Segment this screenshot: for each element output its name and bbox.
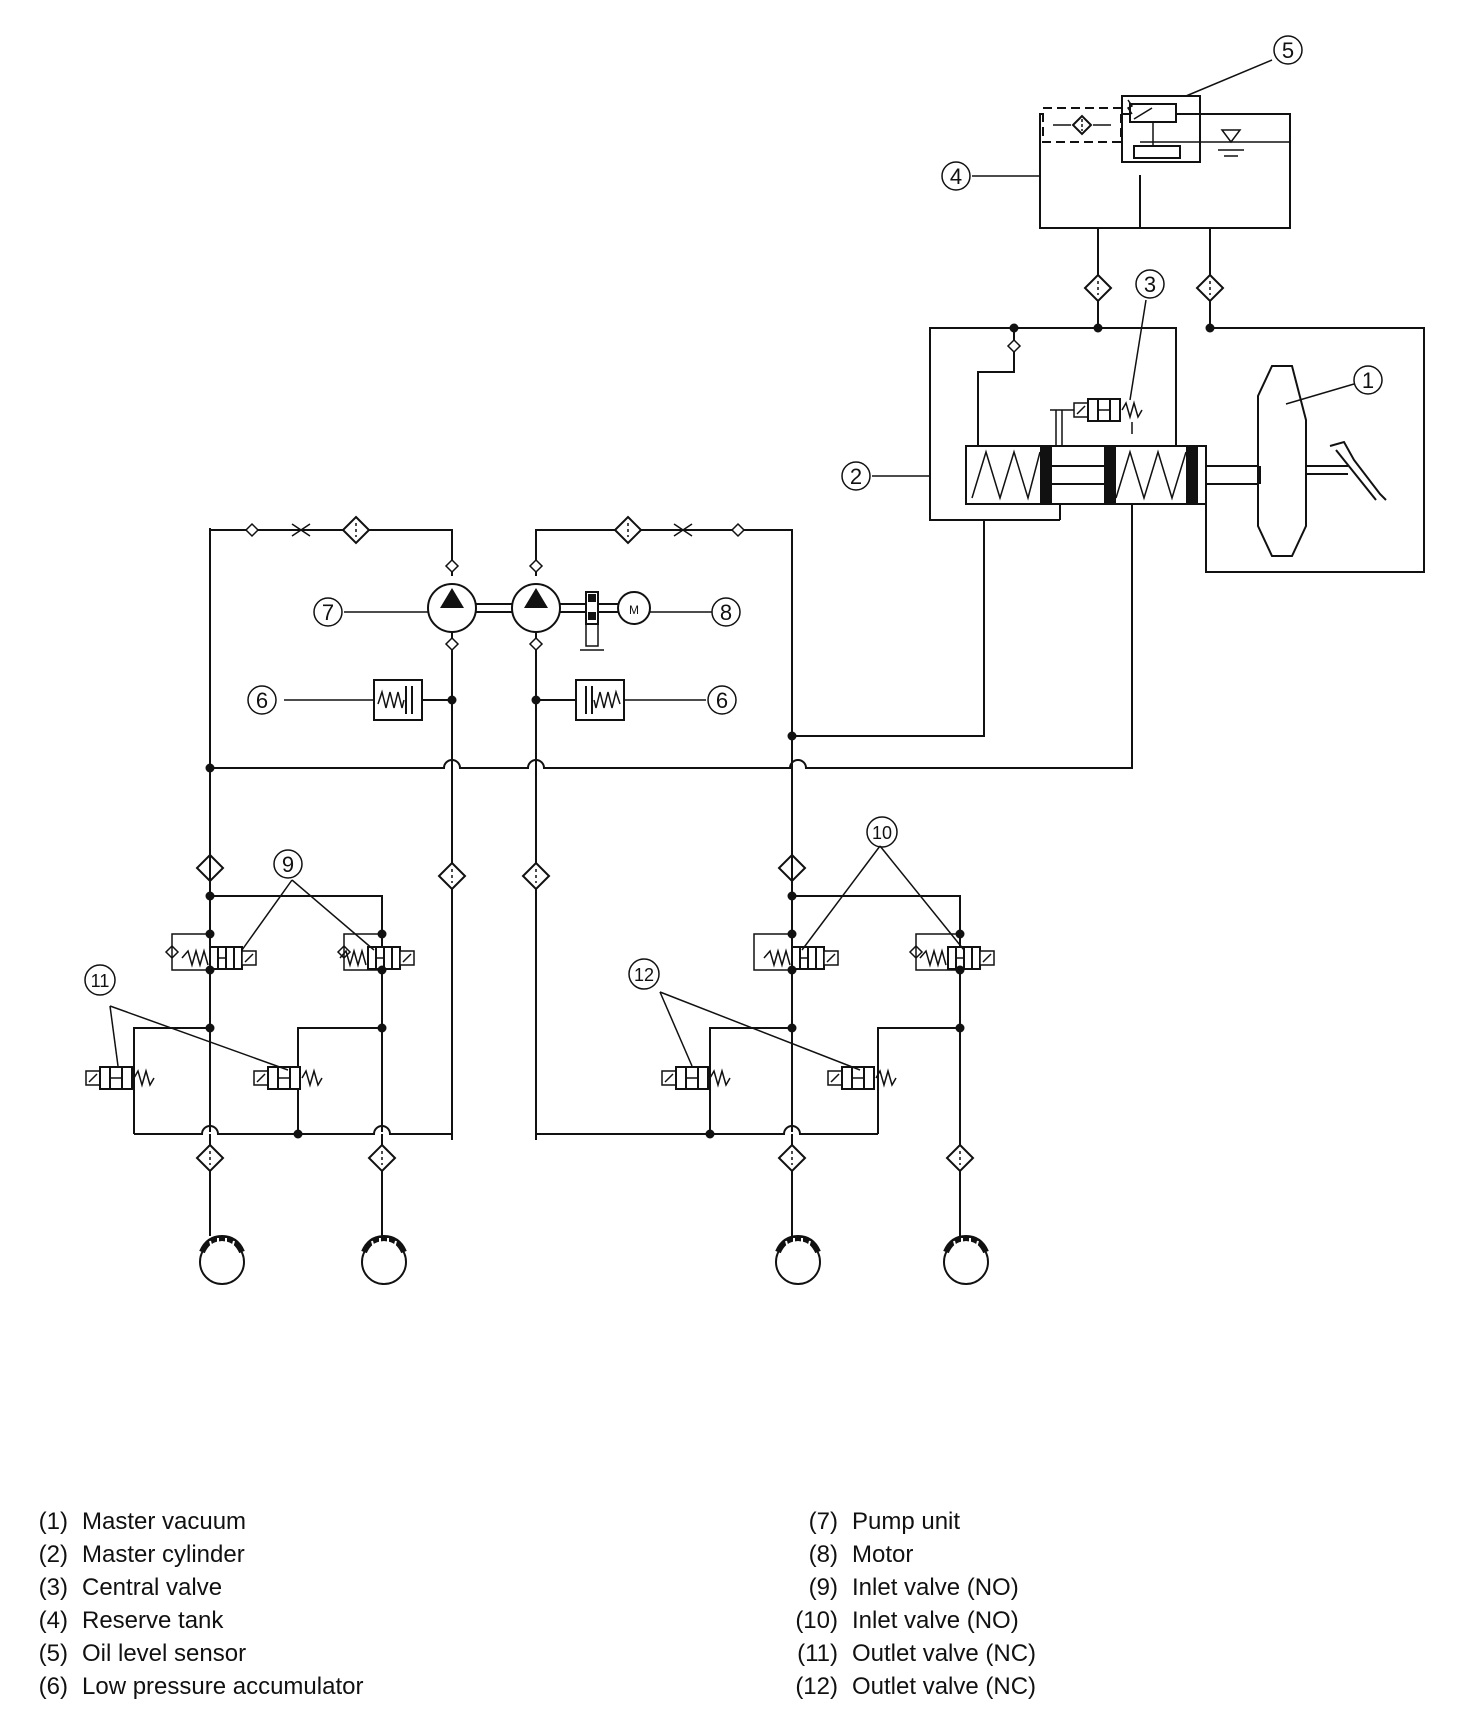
pump-unit [427,583,620,651]
wheel-cylinder-3 [776,1238,820,1284]
callout-2: 2 [841,461,871,491]
callout-6-left: 6 [247,685,277,715]
legend-item-9: (9)Inlet valve (NO) [808,1574,1019,1601]
legend-item-2: (2)Master cylinder [38,1541,245,1568]
outlet-valve-left-2 [253,1066,323,1090]
svg-text:6: 6 [256,688,268,713]
motor: M [617,591,651,625]
legend-item-1: (1)Master vacuum [38,1508,247,1535]
legend-item-3: (3)Central valve [38,1574,223,1601]
svg-text:2: 2 [850,464,862,489]
svg-text:4: 4 [950,164,962,189]
outlet-valve-right-2 [827,1066,897,1090]
reserve-tank [1039,107,1291,229]
central-valve [1050,398,1143,434]
callout-7: 7 [313,597,343,627]
callout-10: 10 [866,816,898,848]
oil-level-sensor [1121,95,1201,163]
svg-text:8: 8 [720,600,732,625]
inlet-valve-left-1 [164,933,257,971]
callout-12: 12 [628,958,660,990]
abs-hydraulic-circuit-diagram: M [84,35,1425,1440]
callout-3: 3 [1135,269,1165,299]
svg-text:5: 5 [1282,38,1294,63]
wheel-cylinder-2 [362,1238,406,1284]
master-cylinder [929,323,1425,573]
legend-item-11: (11)Outlet valve (NC) [797,1640,1037,1667]
low-pressure-accumulator-right [531,679,625,721]
callout-1: 1 [1353,365,1383,395]
svg-text:10: 10 [872,823,892,843]
legend-item-5: (5)Oil level sensor [38,1640,247,1667]
svg-text:3: 3 [1144,272,1156,297]
callout-8: 8 [711,597,741,627]
svg-text:9: 9 [282,852,294,877]
legend-item-6: (6)Low pressure accumulator [38,1673,364,1700]
legend-left-column: (1)Master vacuum (2)Master cylinder (3)C… [34,1505,364,1703]
legend-item-4: (4)Reserve tank [38,1607,224,1634]
legend-right-column: (7)Pump unit (8)Motor (9)Inlet valve (NO… [784,1505,1036,1703]
callout-9: 9 [273,849,303,879]
svg-text:7: 7 [322,600,334,625]
legend-item-10: (10)Inlet valve (NO) [795,1607,1019,1634]
master-vacuum [1257,365,1387,557]
legend-item-8: (8)Motor [808,1541,914,1568]
wheel-cylinder-1 [200,1238,244,1284]
legend-item-12: (12)Outlet valve (NC) [795,1673,1037,1700]
callout-11: 11 [84,964,116,996]
outlet-valve-right-1 [661,1066,731,1090]
svg-text:11: 11 [91,971,110,991]
svg-text:1: 1 [1362,368,1374,393]
svg-text:M: M [629,603,639,617]
wheel-cylinder-4 [944,1238,988,1284]
callout-4: 4 [941,161,971,191]
callout-5: 5 [1273,35,1303,65]
inlet-valve-left-2 [336,933,415,971]
callout-6-right: 6 [707,685,737,715]
callout-leaders [109,59,1355,1071]
low-pressure-accumulator-left [373,679,457,721]
legend-item-7: (7)Pump unit [808,1508,961,1535]
svg-text:12: 12 [634,965,654,985]
outlet-valve-left-1 [85,1066,155,1090]
inlet-valve-right-2 [908,933,995,971]
inlet-valve-right-1 [753,933,839,971]
svg-text:6: 6 [716,688,728,713]
